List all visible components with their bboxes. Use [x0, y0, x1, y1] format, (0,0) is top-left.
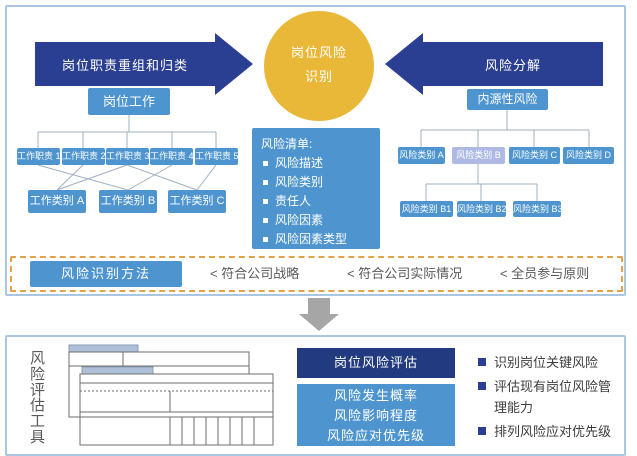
risk-list-item: 风险因素	[261, 211, 371, 230]
bullet-square-icon	[478, 382, 486, 390]
bullet-square-icon	[478, 427, 486, 435]
principle-participation: < 全员参与原则	[500, 266, 590, 281]
risk-list-item: 风险描述	[261, 154, 371, 173]
bullet-square-icon	[478, 358, 486, 366]
work-category-b: 工作类别 B	[99, 190, 157, 213]
reorg-arrow-label: 岗位职责重组和归类	[61, 57, 188, 73]
duty-node-1: 工作职责 1	[17, 148, 60, 165]
decompose-arrow-label: 风险分解	[484, 57, 541, 73]
duty-node-2: 工作职责 2	[62, 148, 105, 165]
bullet-square-icon	[263, 237, 268, 242]
decompose-arrow: 风险分解	[423, 42, 603, 86]
reorg-arrow: 岗位职责重组和归类	[35, 42, 215, 86]
assessment-tools-label: 风险评估工具	[30, 350, 46, 446]
outcome-item: 评估现有岗位风险管理能力	[478, 376, 620, 418]
duty-node-5: 工作职责 5	[195, 148, 238, 165]
circle-label-line2: 识别	[304, 69, 333, 84]
bullet-square-icon	[263, 161, 268, 166]
reorg-arrow-head-icon	[215, 33, 253, 95]
risk-category-d: 风险类别 D	[563, 147, 614, 164]
job-work-node: 岗位工作	[88, 88, 170, 115]
criteria-probability: 风险发生概率	[333, 388, 418, 403]
risk-list-item: 责任人	[261, 192, 371, 211]
criteria-impact: 风险影响程度	[333, 408, 418, 423]
risk-list-panel: 风险清单: 风险描述 风险类别 责任人 风险因素 风险因素类型	[252, 128, 380, 249]
method-label-box: 风险识别方法	[30, 261, 182, 287]
outcome-item: 排列风险应对优先级	[478, 421, 620, 442]
endogenous-risk-node: 内源性风险	[467, 89, 548, 110]
duty-node-3: 工作职责 3	[106, 148, 149, 165]
work-category-c: 工作类别 C	[168, 190, 226, 213]
assessment-form-graphic	[68, 344, 274, 446]
risk-list-item: 风险因素类型	[261, 230, 371, 249]
risk-subcategory-b2: 风险类别 B2	[457, 201, 506, 217]
outcome-item: 识别岗位关键风险	[478, 352, 620, 373]
principle-actual: < 符合公司实际情况	[347, 266, 463, 281]
risk-category-a: 风险类别 A	[398, 147, 445, 164]
assessment-title-box: 岗位风险评估	[297, 348, 455, 378]
bullet-square-icon	[263, 199, 268, 204]
down-arrow-head-icon	[299, 314, 339, 331]
work-category-a: 工作类别 A	[28, 190, 86, 213]
risk-subcategory-b1: 风险类别 B1	[400, 201, 453, 217]
bullet-square-icon	[263, 218, 268, 223]
risk-category-c: 风险类别 C	[509, 147, 560, 164]
risk-list-title: 风险清单:	[261, 137, 313, 151]
circle-label-line1: 岗位风险	[290, 45, 347, 60]
risk-list-item: 风险类别	[261, 173, 371, 192]
central-risk-circle: 岗位风险 识别	[264, 11, 374, 121]
duty-node-4: 工作职责 4	[150, 148, 193, 165]
bullet-square-icon	[263, 180, 268, 185]
decompose-arrow-head-icon	[385, 33, 423, 95]
method-principles-bar	[10, 256, 623, 292]
assessment-outcomes-list: 识别岗位关键风险 评估现有岗位风险管理能力 排列风险应对优先级	[478, 352, 620, 445]
risk-subcategory-b3: 风险类别 B3	[513, 201, 561, 217]
criteria-priority: 风险应对优先级	[326, 428, 425, 443]
risk-category-b: 风险类别 B	[452, 147, 505, 164]
principle-strategy: < 符合公司战略	[210, 266, 300, 281]
down-arrow-icon	[308, 298, 330, 314]
assessment-criteria-box: 风险发生概率 风险影响程度 风险应对优先级	[297, 384, 455, 446]
